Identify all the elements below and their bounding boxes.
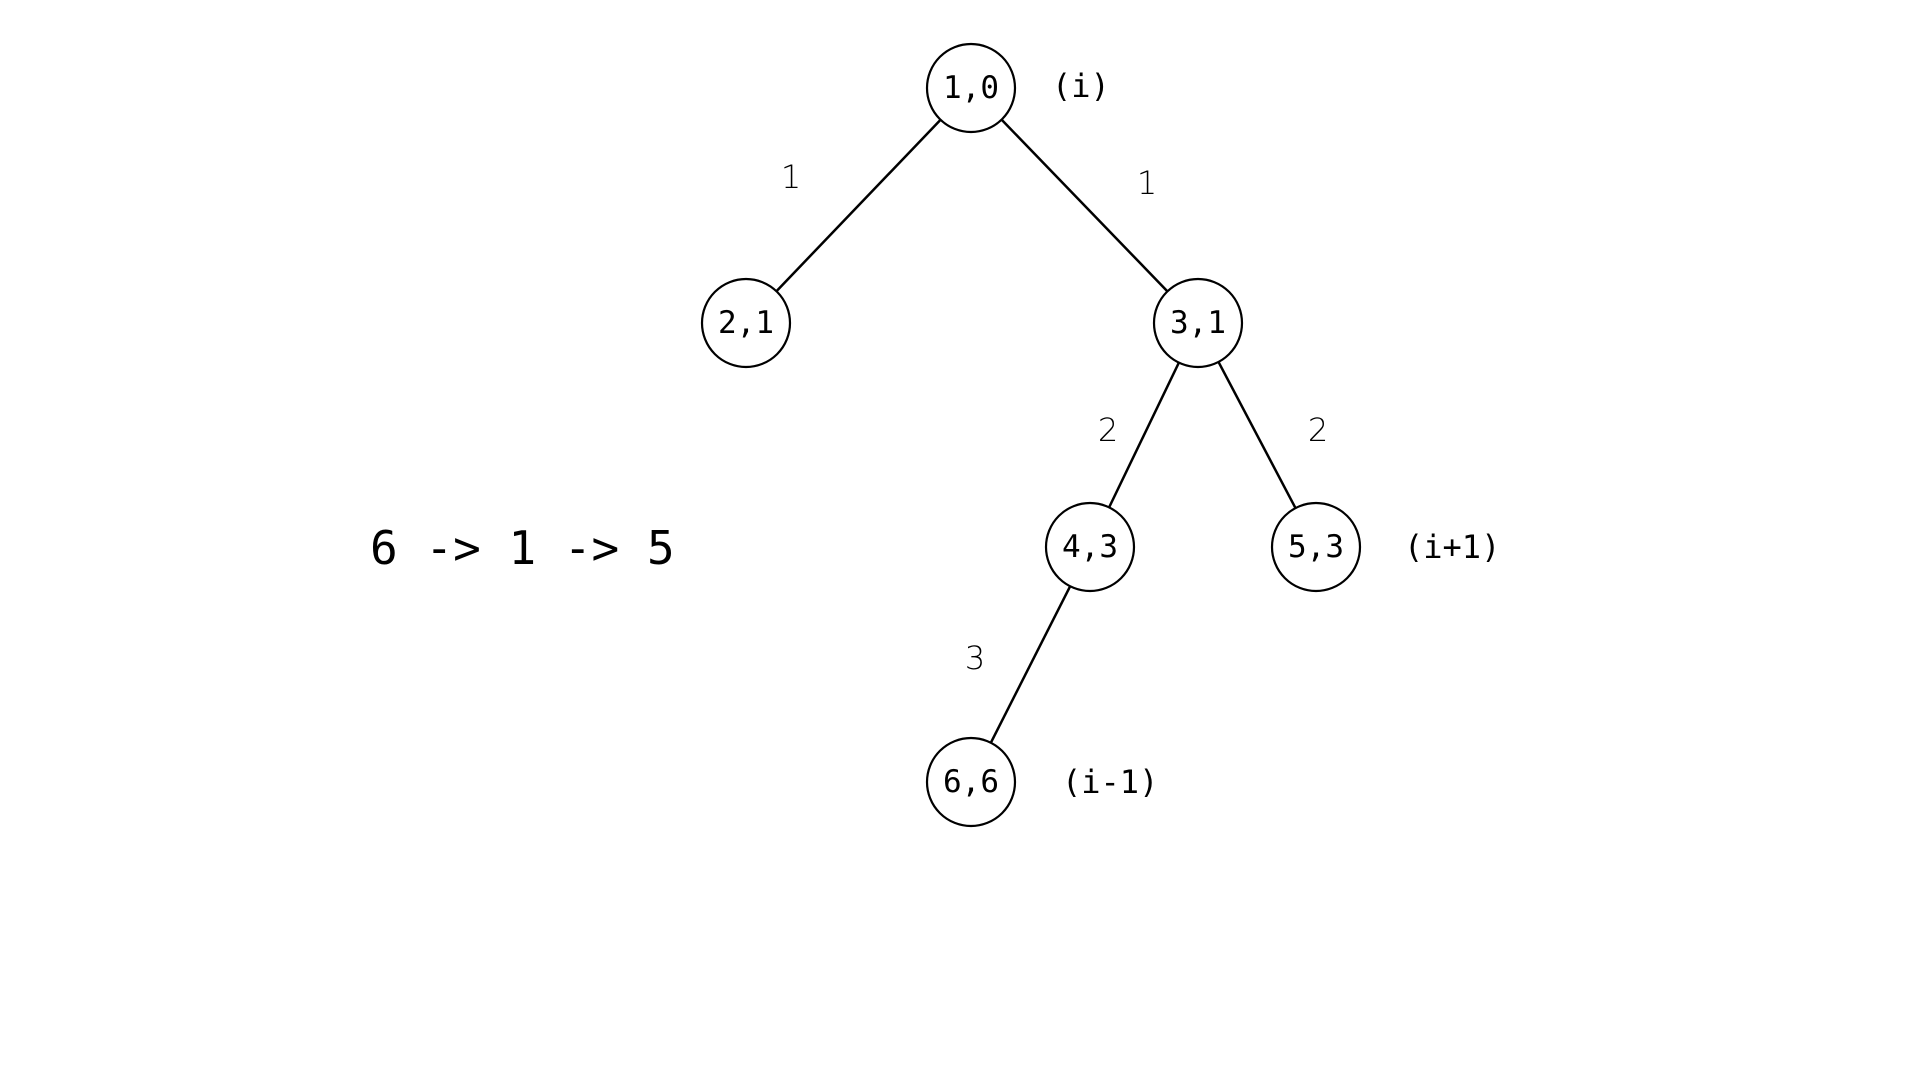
- edge-weight-label: 2: [1308, 411, 1328, 449]
- tree-node: 2,1: [700, 277, 792, 369]
- tree-node: 5,3: [1270, 501, 1362, 593]
- edge-n1-n3: [1000, 118, 1169, 293]
- tree-node: 1,0: [925, 42, 1017, 134]
- node-circle: [700, 277, 792, 369]
- tree-node: 3,1: [1152, 277, 1244, 369]
- path-text: 6 -> 1 -> 5: [370, 521, 675, 575]
- node-label: 5,3: [1288, 529, 1344, 565]
- node-circle: [925, 736, 1017, 828]
- node-label: 3,1: [1170, 305, 1226, 341]
- edge-weight-label: 1: [1137, 164, 1157, 202]
- nodes-layer: 1,0 2,1 3,1 4,3 5,3 6,6: [700, 42, 1362, 828]
- annotation-root: (i): [1052, 67, 1110, 105]
- node-label: 2,1: [718, 305, 774, 341]
- edges-layer: 1 1 2 2 3: [775, 118, 1328, 744]
- node-label: 4,3: [1062, 529, 1118, 565]
- tree-node: 4,3: [1044, 501, 1136, 593]
- edge-n3-n4: [1107, 362, 1181, 508]
- edge-n4-n6: [989, 585, 1072, 744]
- edge-n1-n2: [775, 118, 942, 293]
- node-circle: [1152, 277, 1244, 369]
- tree-node: 6,6: [925, 736, 1017, 828]
- annotation-bottom-leaf: (i-1): [1062, 763, 1158, 801]
- node-circle: [1270, 501, 1362, 593]
- annotation-right-leaf: (i+1): [1404, 528, 1500, 566]
- edge-n3-n5: [1217, 361, 1297, 509]
- edge-weight-label: 2: [1098, 411, 1118, 449]
- edge-weight-label: 3: [965, 639, 985, 677]
- node-circle: [925, 42, 1017, 134]
- node-label: 1,0: [943, 70, 999, 106]
- edge-weight-label: 1: [781, 158, 801, 196]
- node-circle: [1044, 501, 1136, 593]
- node-label: 6,6: [943, 764, 999, 800]
